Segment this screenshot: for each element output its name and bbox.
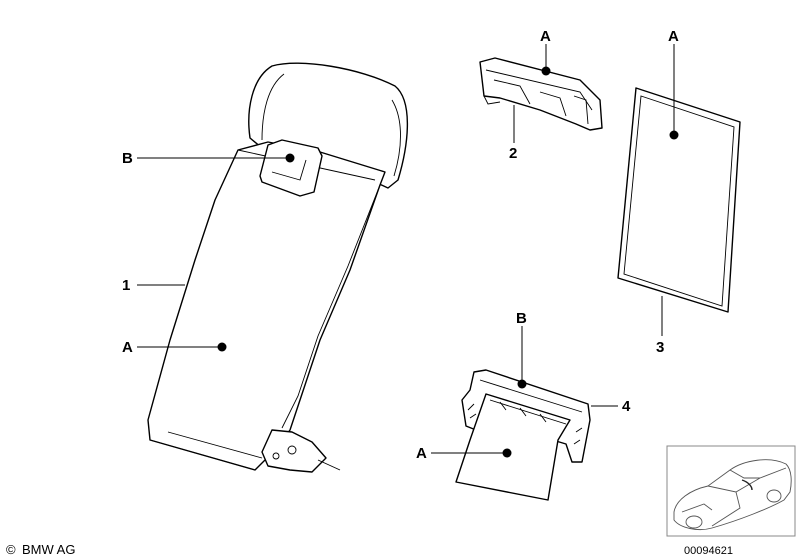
panel-outer [617,87,741,313]
car-location-inset [666,445,796,537]
marker-a-part2 [541,66,551,76]
car-silhouette-icon [673,459,792,531]
marker-a-part4 [502,448,512,458]
callout-a-part4: A [416,445,427,462]
part-2-bracket [479,57,603,131]
marker-a-backrest [217,342,227,352]
armrest-hinge [261,429,327,473]
footer: © BMW AG 00094621 [6,542,733,557]
callout-2: 2 [509,145,517,162]
copyright-text: BMW AG [22,542,75,557]
callout-labels: 1 A B A 2 A 3 B 4 A [122,28,679,462]
armrest-body [147,141,386,471]
callout-4: 4 [622,398,631,415]
bracket-body [479,57,603,131]
marker-b-part4 [517,379,527,389]
callout-a-backrest: A [122,339,133,356]
callout-b-part4: B [516,310,527,327]
copyright-symbol: © [6,542,16,557]
callout-b-backrest: B [122,150,133,167]
callout-3: 3 [656,339,664,356]
part-3-panel [617,87,741,313]
part-1-armrest-backrest [147,62,409,473]
cover-flap [455,393,571,501]
armrest-top-cushion [248,62,409,189]
part-4-cover [455,369,591,501]
callout-1: 1 [122,277,130,294]
marker-a-part3 [669,130,679,140]
diagram-number: 00094621 [684,545,733,557]
armrest-latch [259,139,323,197]
callout-a-part2: A [540,28,551,45]
callout-a-part3: A [668,28,679,45]
leader-lines [137,44,679,458]
marker-b-backrest [285,153,295,163]
